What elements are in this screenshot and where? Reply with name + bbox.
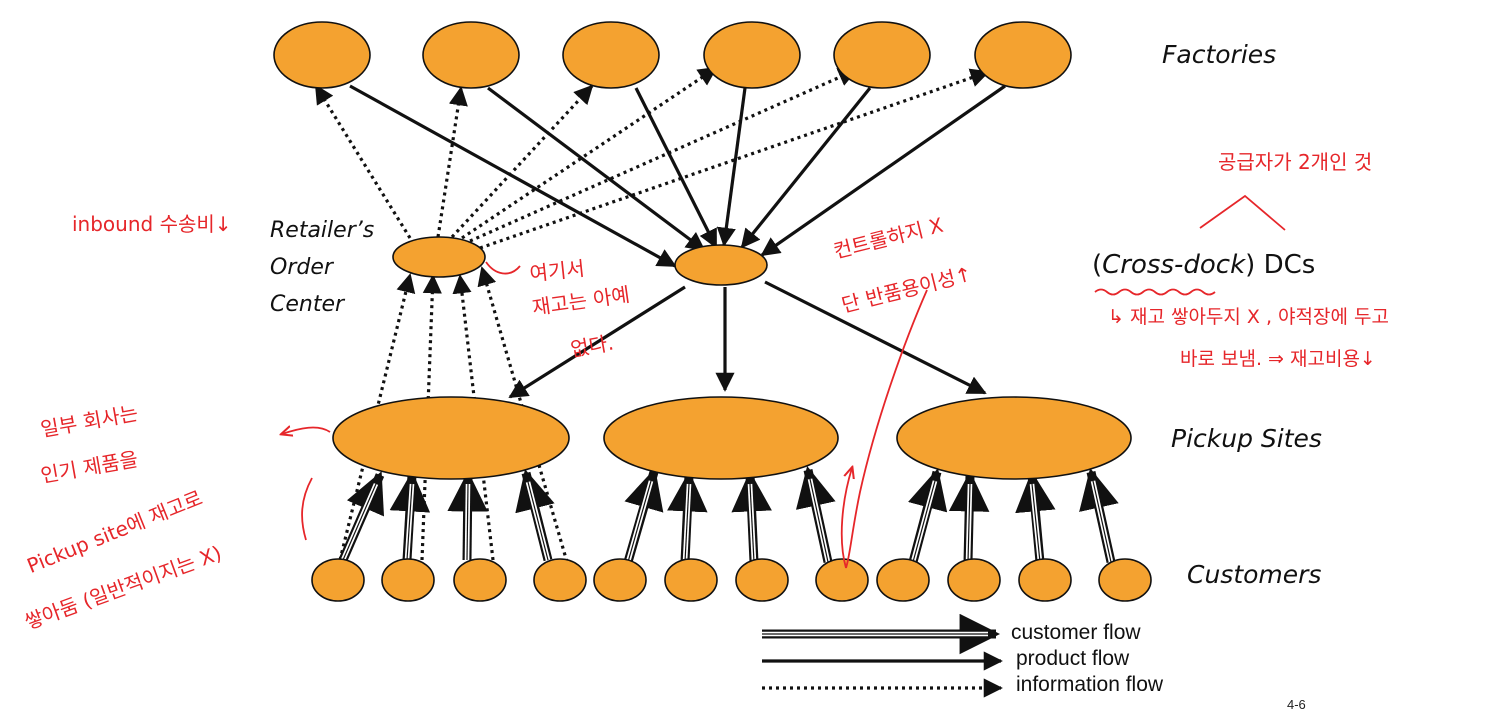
customer-node bbox=[1018, 558, 1072, 602]
information-flow-arrow bbox=[450, 84, 594, 239]
product-flow-arrow bbox=[508, 285, 686, 399]
factory-node bbox=[273, 21, 371, 89]
factory-node bbox=[833, 21, 931, 89]
product-flow-arrow bbox=[716, 87, 747, 247]
annotation-here-line1: 여기서 bbox=[528, 256, 586, 286]
dcs-cross-dock-text: Cross-dock bbox=[1102, 250, 1246, 280]
retailer-label-line1: Retailer’s bbox=[270, 218, 375, 243]
retailer-order-center-label: Retailer’s Order Center bbox=[270, 212, 374, 323]
legend-product-flow-label: product flow bbox=[1016, 647, 1130, 670]
customer-node bbox=[1098, 558, 1152, 602]
product-flow-arrow bbox=[764, 280, 987, 395]
annotation-wavy-underline bbox=[1094, 288, 1216, 296]
pickup-site-node bbox=[896, 396, 1132, 480]
legend-information-flow-label: information flow bbox=[1016, 673, 1164, 696]
cross-dock-dc-node bbox=[674, 244, 768, 286]
factory-node bbox=[562, 21, 660, 89]
customer-flow-arrow bbox=[447, 470, 488, 561]
customer-node bbox=[876, 558, 930, 602]
annotation-cross-dock-line2: 바로 보냄. ⇒ 재고비용↓ bbox=[1180, 348, 1376, 370]
annotation-paren-curve bbox=[301, 477, 313, 541]
page-number: 4-6 bbox=[1287, 697, 1306, 712]
annotation-return-curve bbox=[845, 289, 928, 569]
customer-node bbox=[593, 558, 647, 602]
customer-flow-arrow bbox=[389, 470, 431, 561]
annotation-cross-dock-top: 공급자가 2개인 것 bbox=[1218, 150, 1373, 174]
factory-node bbox=[974, 21, 1072, 89]
customer-flow-arrow bbox=[338, 471, 385, 562]
information-flow-arrow bbox=[461, 66, 718, 240]
customer-flow-arrow bbox=[515, 469, 555, 562]
pickup-site-nodes bbox=[332, 396, 1132, 480]
customer-nodes bbox=[311, 558, 1152, 602]
customer-node bbox=[664, 558, 718, 602]
customer-node bbox=[453, 558, 507, 602]
information-flow-arrow bbox=[436, 86, 468, 238]
legend-customer-flow-label: customer flow bbox=[1011, 621, 1141, 644]
customer-flows bbox=[338, 466, 1119, 564]
customer-node bbox=[381, 558, 435, 602]
annotation-strokes bbox=[282, 194, 1286, 569]
cross-dock-dcs-label: (Cross-dock) DCs bbox=[1092, 250, 1315, 280]
information-flow-arrow bbox=[469, 68, 858, 243]
annotation-cross-dock-peak bbox=[1199, 194, 1286, 231]
information-flow-arrow bbox=[314, 84, 412, 239]
customer-flow-arrow bbox=[908, 468, 948, 564]
product-flow-arrow bbox=[349, 84, 677, 268]
customer-node bbox=[815, 558, 869, 602]
factory-node bbox=[422, 21, 520, 89]
information-flow-arrow bbox=[479, 68, 990, 250]
retailer-label-line2: Order bbox=[270, 255, 333, 280]
customer-node bbox=[311, 558, 365, 602]
customer-node bbox=[735, 558, 789, 602]
customer-flow-arrow bbox=[1015, 470, 1056, 563]
customer-flow-arrow bbox=[731, 470, 772, 563]
product-flow-arrow bbox=[487, 86, 706, 252]
customer-flow-arrow bbox=[1079, 468, 1119, 563]
annotation-cross-dock-line1: ↳ 재고 쌓아두지 X , 야적장에 두고 bbox=[1108, 306, 1389, 328]
annotation-return-hook bbox=[840, 468, 852, 569]
customers-label: Customers bbox=[1187, 560, 1322, 589]
legend-lines bbox=[762, 613, 1003, 698]
annotation-inbound: inbound 수송비↓ bbox=[72, 212, 232, 236]
customer-flow-arrow bbox=[623, 468, 664, 564]
annotation-pointer-retailer bbox=[485, 261, 521, 275]
customer-node bbox=[533, 558, 587, 602]
dcs-prefix: ( bbox=[1092, 250, 1103, 280]
dcs-suffix: ) DCs bbox=[1245, 250, 1316, 280]
customer-flow-arrow bbox=[948, 470, 990, 563]
product-flow-arrow bbox=[760, 84, 1006, 257]
annotation-left-pointer bbox=[282, 428, 331, 434]
retailer-order-center-node bbox=[392, 236, 486, 278]
factory-node bbox=[703, 21, 801, 89]
pickup-site-node bbox=[603, 396, 839, 480]
factories-label: Factories bbox=[1162, 40, 1277, 69]
retailer-label-line3: Center bbox=[270, 292, 345, 317]
customer-flow-arrow bbox=[667, 470, 708, 563]
customer-flow-arrow bbox=[795, 466, 836, 563]
pickup-site-node bbox=[332, 396, 570, 480]
factory-nodes bbox=[273, 21, 1072, 89]
pickup-sites-label: Pickup Sites bbox=[1171, 424, 1322, 453]
product-flow-arrow bbox=[740, 86, 872, 249]
customer-node bbox=[947, 558, 1001, 602]
